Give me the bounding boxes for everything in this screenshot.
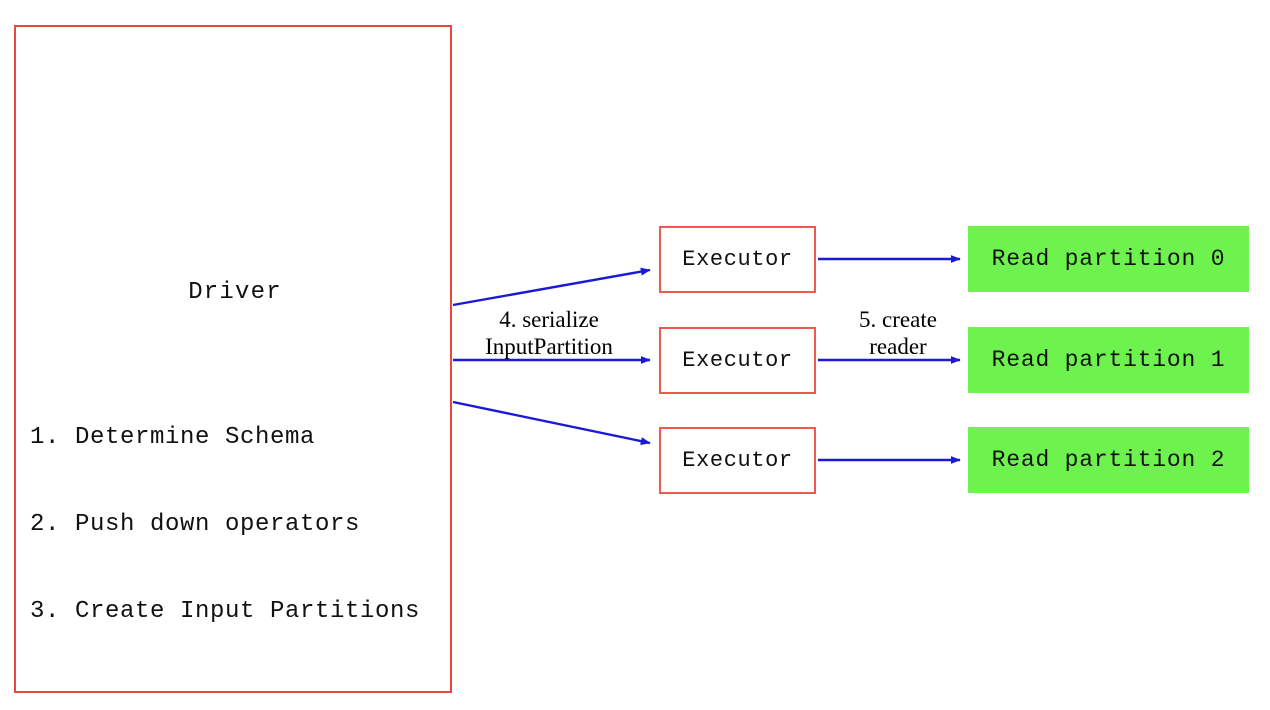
driver-step-1: 1. Determine Schema (30, 424, 316, 451)
driver-steps-list: 1. Determine Schema 2. Push down operato… (30, 365, 450, 684)
executor-label-2: Executor (682, 348, 793, 373)
driver-box[interactable]: Driver 1. Determine Schema 2. Push down … (14, 25, 452, 693)
edge-label-create-reader-line-1: 5. create (859, 307, 937, 332)
executor-box-1[interactable]: Executor (659, 226, 816, 293)
executor-box-3[interactable]: Executor (659, 427, 816, 494)
partition-box-0[interactable]: Read partition 0 (968, 226, 1249, 292)
edge-label-serialize-line-1: 4. serialize (499, 307, 599, 332)
driver-title: Driver (188, 279, 282, 306)
edge-label-serialize-line-2: InputPartition (485, 334, 613, 359)
partition-label-1: Read partition 1 (991, 347, 1226, 373)
edge-driver-to-executor-3 (452, 400, 651, 446)
executor-label-3: Executor (682, 448, 793, 473)
edge-label-create-reader: 5. create reader (826, 306, 970, 360)
edge-label-serialize-input-partition: 4. serialize InputPartition (456, 306, 642, 360)
driver-step-2: 2. Push down operators (30, 511, 361, 538)
driver-step-3: 3. Create Input Partitions (30, 598, 421, 625)
partition-label-0: Read partition 0 (991, 246, 1226, 272)
edge-driver-to-executor-1 (452, 267, 651, 307)
partition-box-1[interactable]: Read partition 1 (968, 327, 1249, 393)
executor-box-2[interactable]: Executor (659, 327, 816, 394)
partition-box-2[interactable]: Read partition 2 (968, 427, 1249, 493)
executor-label-1: Executor (682, 247, 793, 272)
edge-label-create-reader-line-2: reader (869, 334, 927, 359)
partition-label-2: Read partition 2 (991, 447, 1226, 473)
